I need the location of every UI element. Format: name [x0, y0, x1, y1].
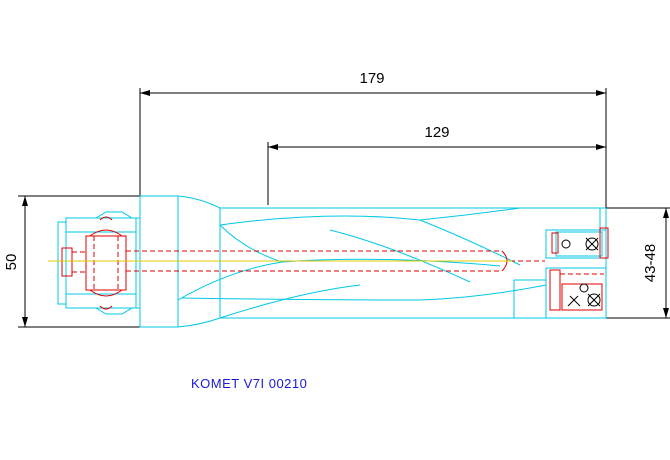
drill-body	[177, 207, 607, 319]
insert-pocket-lower	[545, 267, 607, 319]
insert-pocket-upper	[545, 227, 609, 259]
dimension-overall-length: 179	[139, 70, 607, 210]
overall-length-label: 179	[359, 70, 384, 87]
drill-diameter-label: 43-48	[642, 244, 659, 282]
dimension-flute-length: 129	[267, 124, 606, 205]
flute-length-label: 129	[424, 124, 449, 141]
coolant-coupling	[61, 216, 127, 310]
shank-coupling	[57, 211, 140, 315]
dimension-drill-diameter: 43-48	[606, 207, 670, 319]
shank-diameter-label: 50	[3, 254, 20, 271]
tool-caption: KOMET V7I 00210	[191, 376, 307, 391]
dimension-shank-diameter: 50	[3, 195, 140, 328]
